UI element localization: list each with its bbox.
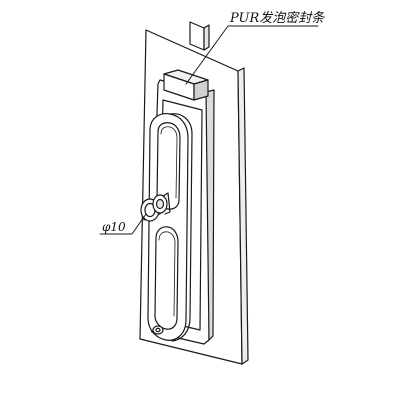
pivot-pin (152, 325, 164, 335)
knob-leader-line (99, 213, 147, 235)
pur-foam-seal-strip (163, 69, 209, 101)
seal-label: PUR发泡密封条 (229, 10, 325, 26)
top-clip (189, 21, 210, 51)
push-knob (140, 192, 171, 222)
handle-lever (147, 113, 193, 342)
seal-leader-line (185, 25, 319, 85)
knob-diameter-label: φ10 (102, 220, 126, 234)
